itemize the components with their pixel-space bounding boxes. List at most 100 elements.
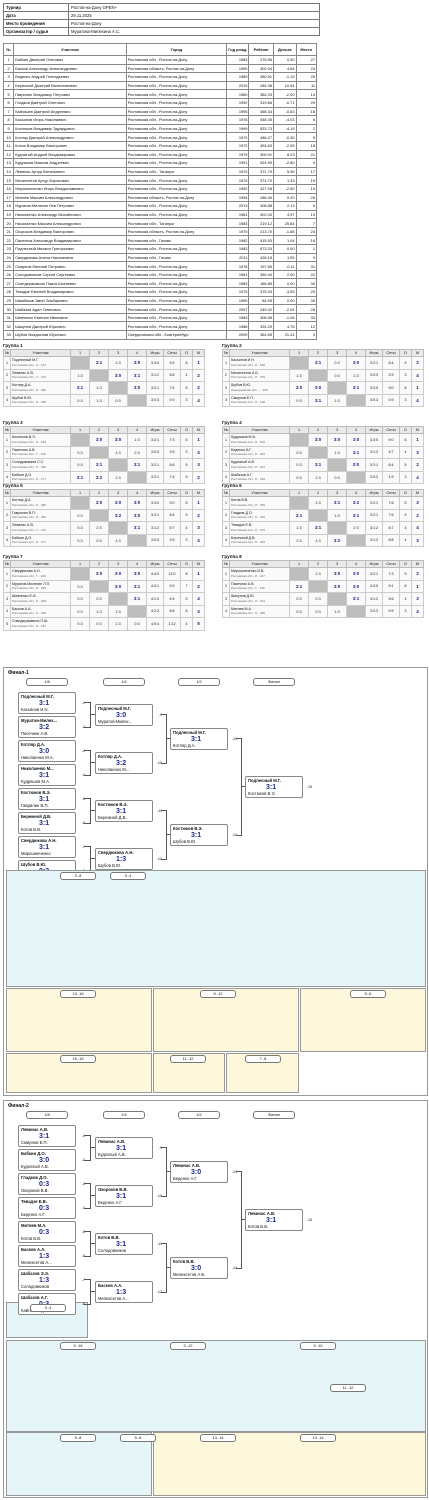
placement-round-label: 9..16: [60, 1342, 96, 1350]
participant-city: Ростовская обл., Р... 486: [12, 388, 69, 393]
bracket-connector: [89, 1291, 95, 1292]
group-sets: 6:4: [163, 508, 181, 522]
participant-city-text: Ростовская обл., Р...: [231, 362, 260, 367]
match-loser: Шубов В.Ю.: [98, 863, 122, 868]
table-cell: 29: [295, 97, 318, 108]
table-cell: 1983: [225, 55, 250, 65]
table-cell: 23: [295, 63, 318, 74]
score-cell: 3:1: [346, 445, 366, 459]
table-cell: 533.73: [248, 123, 275, 134]
match-score: 0:3: [96, 621, 102, 627]
group-o: 8: [180, 567, 193, 581]
participant-rating: 309: [40, 598, 46, 603]
group-place: 2: [192, 381, 205, 395]
place-value: 4: [416, 372, 419, 378]
participant-city-text: Ростовская обл., Р...: [12, 611, 41, 616]
participant-name: Левинас А.В.: [12, 370, 34, 375]
table-cell: 1983: [225, 312, 250, 323]
participant-rating: 198: [259, 400, 265, 405]
match-score: 3:1: [133, 596, 141, 602]
table-cell: Николаенко Максим Александрович: [13, 218, 127, 228]
final-2-panel: Финал-2: [3, 1100, 428, 1498]
match-score: 0:3: [77, 397, 83, 403]
placement-round-label: 5..6: [350, 990, 386, 998]
match-loser: Кудряшов М.А.: [21, 779, 51, 784]
match-score: 1:3: [96, 385, 102, 391]
table-cell: 11: [2, 140, 15, 151]
table-cell: 371.79: [248, 166, 275, 177]
group-games: 3:2:1: [146, 470, 164, 484]
players-col-header: Город: [125, 43, 227, 56]
group-sets: 9:0: [382, 433, 400, 447]
match-winner: Шабазов А.Г.: [21, 1295, 48, 1300]
table-cell: 16: [2, 183, 15, 194]
group-games: 3:0:3: [365, 393, 383, 407]
table-cell: -2.95: [273, 140, 297, 151]
participant-city: Ростовская обл., Р... 320: [231, 515, 288, 520]
group-games: 3:0:3: [365, 470, 383, 484]
match-score: 1:3: [77, 372, 83, 378]
table-cell: 284.38: [248, 80, 275, 91]
score-cell: [127, 533, 147, 547]
group-row-number: 2: [222, 445, 230, 459]
participant-city-text: Ростовская обл., Р...: [12, 439, 41, 444]
score-cell: 3:0: [127, 356, 147, 370]
participant-city-text: Ростовская обл., Т...: [12, 527, 41, 532]
group-col-header: 3: [108, 489, 128, 497]
group-games: 3:3:0: [365, 579, 383, 593]
table-cell: 19: [2, 209, 15, 220]
score-cell: [108, 458, 128, 472]
placement-round-label: 9..10: [300, 1342, 336, 1350]
score-cell: 3:0: [327, 579, 347, 593]
final-2-places-13-14: [153, 1432, 426, 1496]
match-score: 3:1: [295, 512, 303, 518]
participant-city: Ростовская обл., Р... 534: [12, 440, 69, 445]
table-cell: Левинас Артур Витальевич: [13, 166, 127, 177]
match-number: -2: [81, 1158, 85, 1162]
table-cell: 402.00: [248, 209, 275, 220]
group-o: 5: [180, 458, 193, 472]
participant-city: Ростовская обл., Р... 455: [231, 503, 288, 508]
match-winner: Свердюкова А.Н.: [98, 850, 134, 855]
round-label: 1/4: [103, 678, 145, 686]
participant-city-text: Ростовская обл., Р...: [231, 540, 260, 545]
participant-rating: 284: [259, 540, 265, 545]
score-cell: 1:3: [108, 604, 128, 618]
group-games: 3:3:0: [146, 356, 164, 370]
group-o: 7: [180, 579, 193, 593]
table-cell: Ростовская обл., Ростов-на-Дону: [125, 312, 227, 323]
match-score: 3:0: [133, 571, 141, 577]
match-number: -6: [81, 1254, 85, 1258]
group-sets: 7:5: [382, 508, 400, 522]
participant-city-text: Ростовская обл., Р...: [12, 362, 41, 367]
table-cell: 1970: [225, 166, 250, 177]
table-cell: 21: [295, 149, 318, 160]
table-cell: 350.44: [248, 269, 275, 280]
group-o: 4: [399, 592, 412, 606]
participant-city-text: Ростовская обл., Р...: [231, 527, 260, 532]
match-number: -14: [231, 833, 237, 837]
players-col-header: Участник: [13, 43, 127, 56]
group-col-header: 4: [127, 489, 147, 497]
table-cell: Ростовская обл., Гиково: [125, 235, 227, 246]
place-value: 1: [197, 571, 200, 577]
group-row-number: 3: [222, 521, 230, 535]
table-cell: 249.42: [248, 304, 275, 314]
table-cell: 30: [295, 295, 318, 306]
match-score: 3:0: [333, 583, 341, 589]
group-col-header: 4: [346, 489, 366, 497]
